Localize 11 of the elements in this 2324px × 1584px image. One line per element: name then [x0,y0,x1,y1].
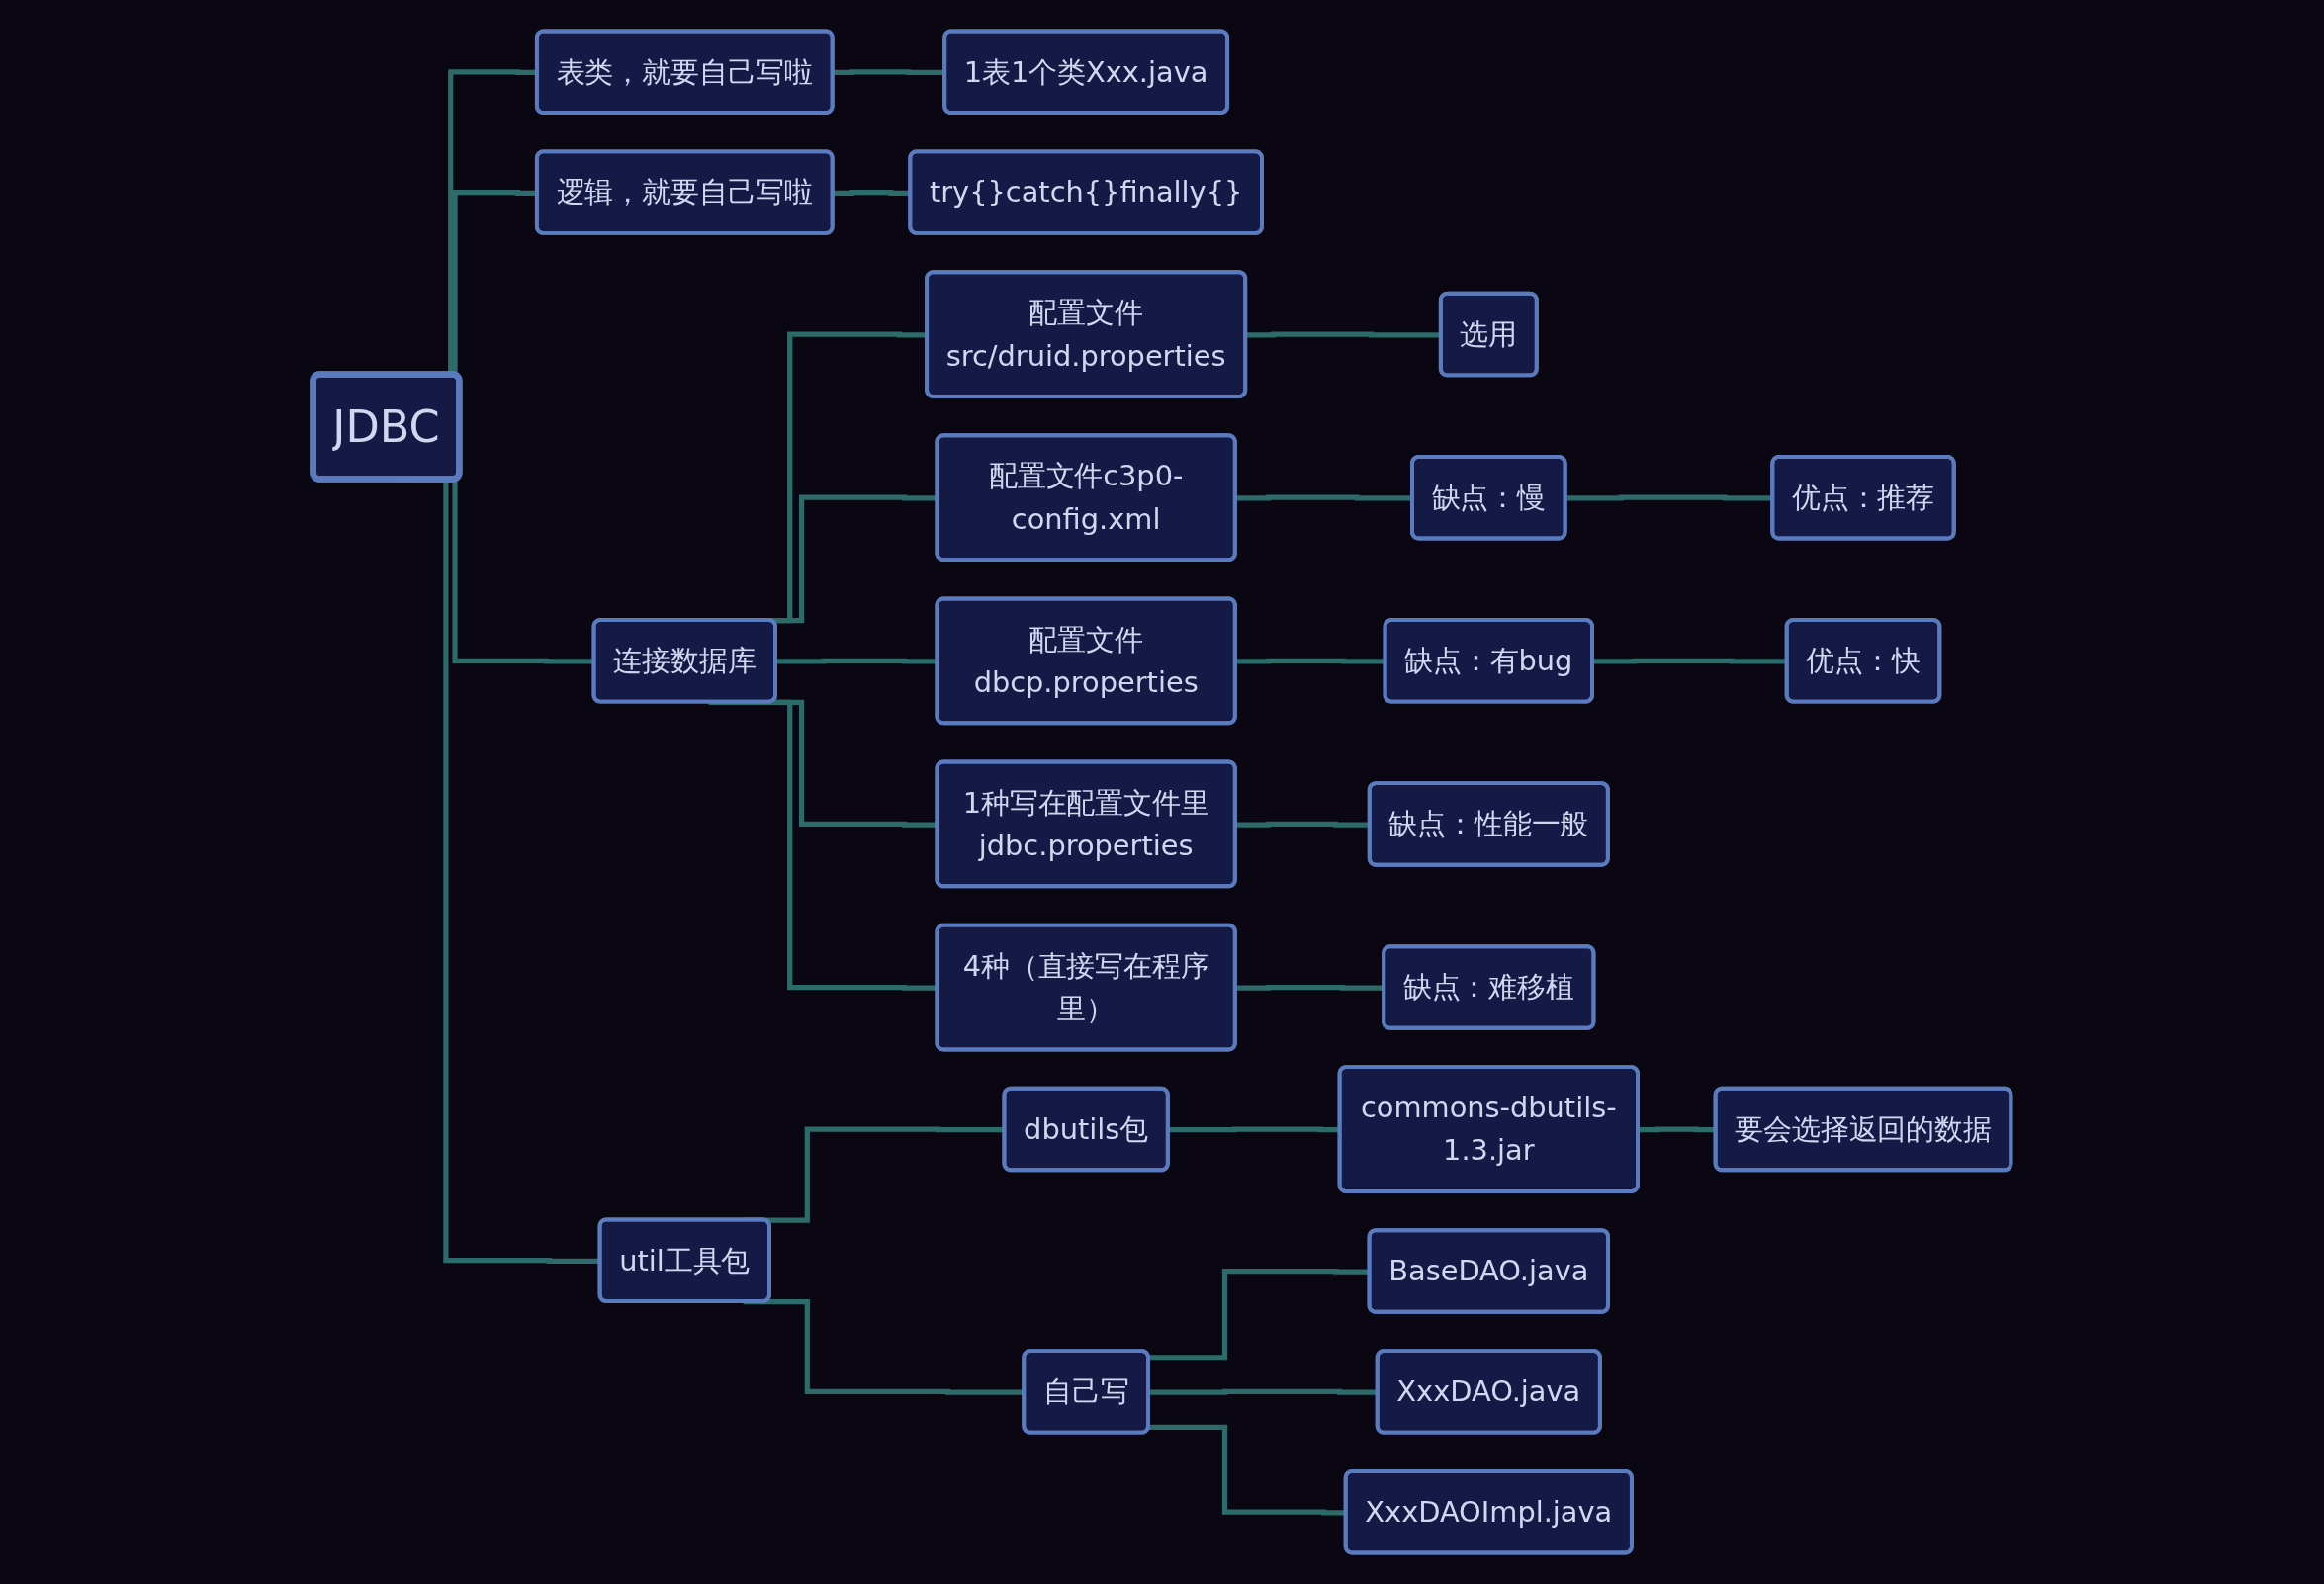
connector [1592,658,1788,664]
connector [1235,494,1413,501]
connector [1148,1388,1379,1395]
connector [1235,821,1371,828]
connector [1148,1268,1371,1361]
connector [1245,331,1442,338]
connector [1565,494,1773,501]
connector [1235,984,1385,991]
connector [833,69,945,76]
connector [1148,1424,1347,1516]
connector [833,190,911,196]
